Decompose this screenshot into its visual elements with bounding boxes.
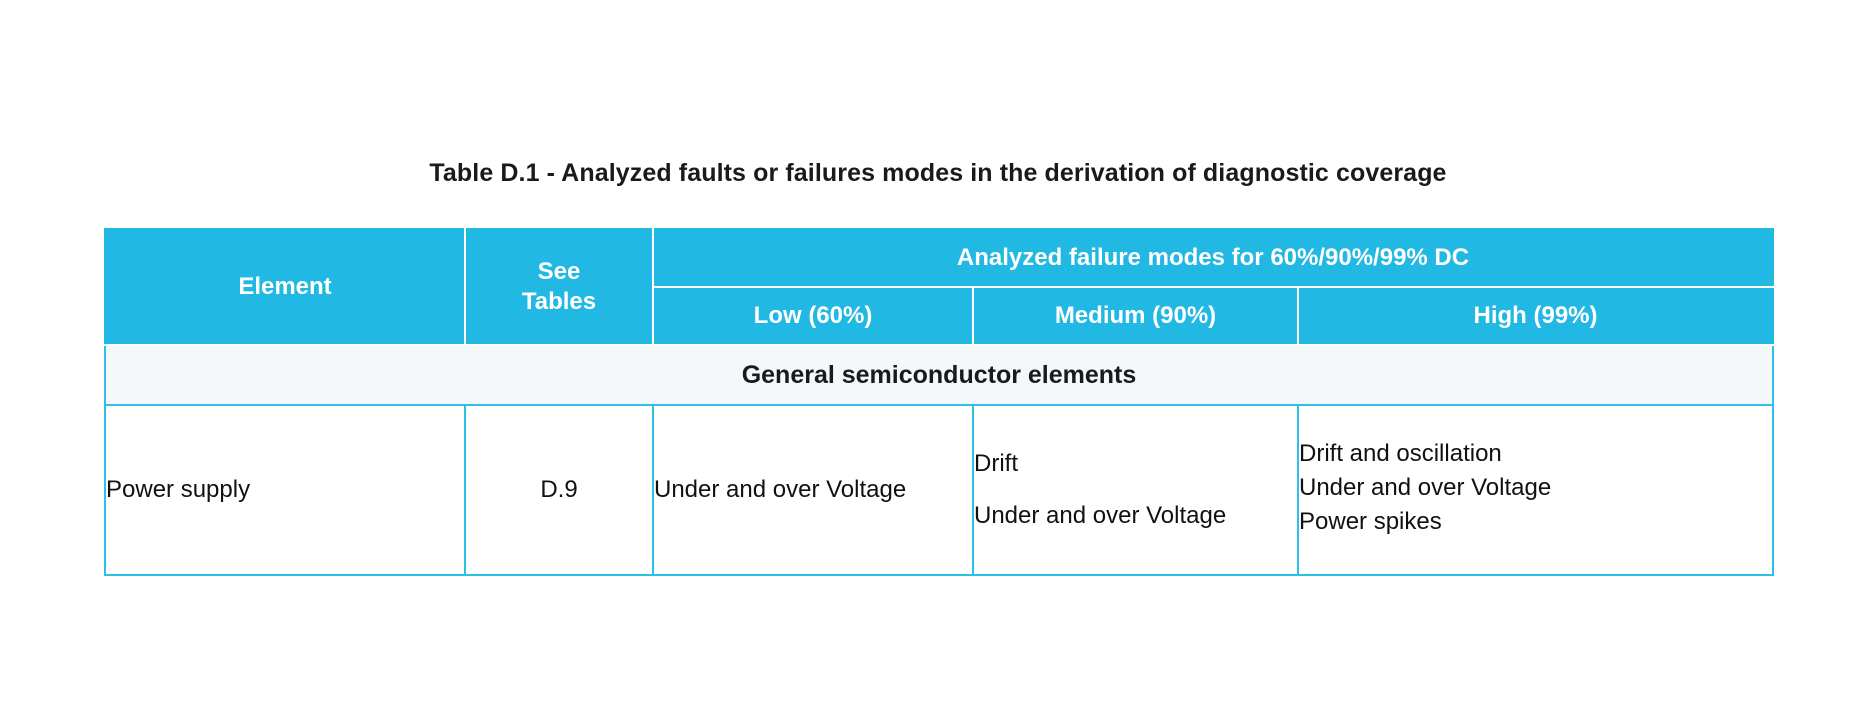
medium-failure-mode-item: Drift: [974, 450, 1018, 477]
column-header-analyzed-failure-modes: Analyzed failure modes for 60%/90%/99% D…: [652, 228, 1774, 288]
column-header-medium: Medium (90%): [972, 286, 1299, 346]
medium-failure-mode-item: Under and over Voltage: [974, 502, 1227, 529]
table-row: Power supply D.9 Under and over Voltage …: [104, 404, 1774, 576]
table-container: Element See Tables Analyzed failure mode…: [104, 228, 1774, 576]
cell-medium-failure-modes: Drift Under and over Voltage: [972, 404, 1299, 576]
column-header-low-label: Low (60%): [753, 301, 873, 329]
column-header-low: Low (60%): [652, 286, 974, 346]
column-header-element: Element: [104, 228, 466, 346]
section-header-label: General semiconductor elements: [104, 344, 1774, 406]
column-header-high-label: High (99%): [1473, 301, 1598, 329]
column-header-analyzed-failure-modes-label: Analyzed failure modes for 60%/90%/99% D…: [956, 243, 1470, 271]
header-row-primary: Element See Tables Analyzed failure mode…: [104, 228, 1774, 346]
low-failure-mode-list: Under and over Voltage: [654, 475, 972, 505]
column-header-medium-label: Medium (90%): [1054, 301, 1217, 329]
cell-high-failure-modes: Drift and oscillation Under and over Vol…: [1297, 404, 1774, 576]
header-row-secondary: Low (60%) Medium (90%) High (99%): [105, 286, 1774, 346]
medium-failure-mode-list: Drift Under and over Voltage: [974, 449, 1297, 531]
column-header-see-tables-label: See Tables: [466, 251, 652, 323]
column-header-element-label: Element: [238, 272, 332, 300]
diagnostic-coverage-table: Element See Tables Analyzed failure mode…: [104, 228, 1774, 576]
page-title: Table D.1 - Analyzed faults or failures …: [429, 159, 1447, 187]
see-tables-line-2: Tables: [521, 288, 597, 315]
table-body: General semiconductor elements Power sup…: [104, 344, 1774, 576]
high-failure-mode-list: Drift and oscillation Under and over Vol…: [1299, 439, 1772, 537]
cell-low-failure-modes: Under and over Voltage: [652, 404, 974, 576]
column-header-high: High (99%): [1297, 286, 1774, 346]
column-header-see-tables: See Tables: [464, 228, 654, 346]
see-tables-line-1: See: [537, 257, 581, 285]
cell-see-tables: D.9: [464, 404, 654, 576]
table-header: Element See Tables Analyzed failure mode…: [104, 228, 1774, 346]
low-failure-mode-item: Under and over Voltage: [654, 476, 907, 503]
section-header-row: General semiconductor elements: [104, 344, 1774, 406]
high-failure-mode-item: Power spikes: [1299, 508, 1442, 535]
cell-element: Power supply: [104, 404, 466, 576]
high-failure-mode-item: Under and over Voltage: [1299, 474, 1552, 501]
high-failure-mode-item: Drift and oscillation: [1299, 440, 1502, 467]
